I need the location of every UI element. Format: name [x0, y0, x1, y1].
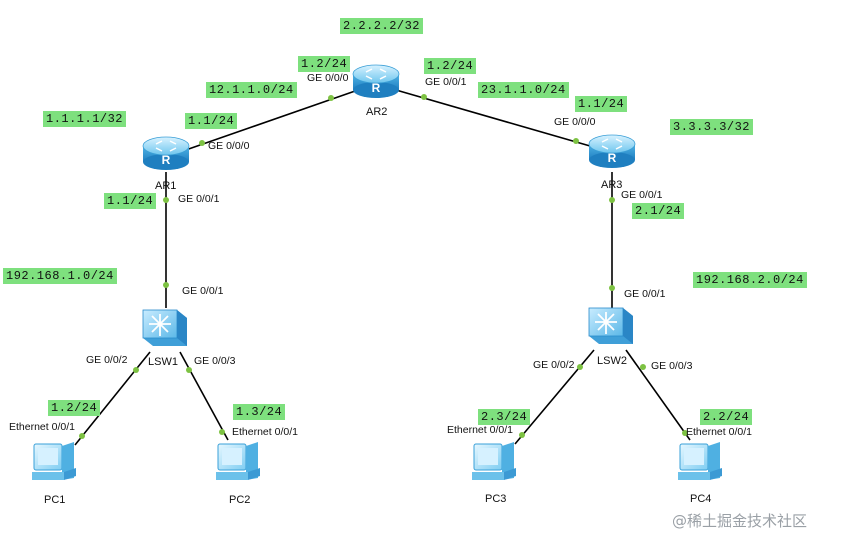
ar3-g000-label: GE 0/0/0	[554, 116, 596, 128]
port-dot	[79, 433, 85, 439]
link-ar1-ar2	[179, 89, 359, 153]
ar3-g000-ip-tag: 1.1/24	[575, 96, 628, 112]
port-dot	[186, 367, 192, 373]
ar1-g001-ip-tag: 1.1/24	[104, 193, 157, 209]
lsw1-g001-label: GE 0/0/1	[182, 285, 224, 297]
lsw1-g003-label: GE 0/0/3	[194, 355, 236, 367]
ar2-g001-label: GE 0/0/1	[425, 76, 467, 88]
ar3-g001-ip-tag: 2.1/24	[632, 203, 685, 219]
net-lan2-tag: 192.168.2.0/24	[693, 272, 807, 288]
pc2-ip-tag: 1.3/24	[233, 404, 286, 420]
link-lsw1-pc2	[179, 351, 229, 441]
net-ar2-ar3-tag: 23.1.1.0/24	[478, 82, 569, 98]
link-ar2-ar3	[395, 89, 598, 149]
switch-lsw2-icon[interactable]	[588, 307, 633, 344]
pc4-ip-tag: 2.2/24	[700, 409, 753, 425]
ar3-loopback-tag: 3.3.3.3/32	[670, 119, 754, 135]
pc4-eth-label: Ethernet 0/0/1	[686, 426, 752, 438]
ar1-name: AR1	[155, 180, 177, 192]
port-dot	[328, 95, 334, 101]
ar3-name: AR3	[601, 179, 623, 191]
router-ar3-icon[interactable]: R	[588, 134, 636, 168]
ar3-g001-label: GE 0/0/1	[621, 189, 663, 201]
lsw2-g002-label: GE 0/0/2	[533, 359, 575, 371]
pc4-name: PC4	[690, 493, 712, 505]
port-dot	[421, 94, 427, 100]
pc2-name: PC2	[229, 494, 251, 506]
pc2-eth-label: Ethernet 0/0/1	[232, 426, 298, 438]
lsw2-g001-label: GE 0/0/1	[624, 288, 666, 300]
svg-text:R: R	[162, 153, 171, 167]
port-dot	[682, 430, 688, 436]
pc3-eth-label: Ethernet 0/0/1	[447, 424, 513, 436]
ar1-g000-label: GE 0/0/0	[208, 140, 250, 152]
port-dot	[199, 140, 205, 146]
port-dot	[133, 367, 139, 373]
pc4-icon[interactable]	[678, 442, 722, 480]
switch-lsw1-icon[interactable]	[142, 309, 187, 346]
router-ar2-icon[interactable]: R	[352, 64, 400, 98]
port-dot	[609, 285, 615, 291]
lsw1-name: LSW1	[148, 356, 178, 368]
port-dot	[163, 282, 169, 288]
port-dot	[609, 197, 615, 203]
ar2-name: AR2	[366, 106, 388, 118]
lsw2-g003-label: GE 0/0/3	[651, 360, 693, 372]
pc1-eth-label: Ethernet 0/0/1	[9, 421, 75, 433]
port-dot	[573, 138, 579, 144]
pc2-icon[interactable]	[216, 442, 260, 480]
ar2-g001-ip-tag: 1.2/24	[424, 58, 477, 74]
lsw1-g002-label: GE 0/0/2	[86, 354, 128, 366]
ar2-g000-ip-tag: 1.2/24	[298, 56, 351, 72]
pc1-name: PC1	[44, 494, 66, 506]
pc1-icon[interactable]	[32, 442, 76, 480]
port-dot	[163, 197, 169, 203]
link-lsw2-pc4	[625, 349, 691, 441]
ar1-loopback-tag: 1.1.1.1/32	[43, 111, 127, 127]
port-dots	[79, 94, 688, 439]
net-ar1-ar2-tag: 12.1.1.0/24	[206, 82, 297, 98]
pc3-icon[interactable]	[472, 442, 516, 480]
pc3-name: PC3	[485, 493, 507, 505]
svg-text:R: R	[608, 151, 617, 165]
ar1-g000-ip-tag: 1.1/24	[185, 113, 238, 129]
port-dot	[577, 364, 583, 370]
router-ar1-icon[interactable]: R	[142, 136, 190, 170]
ar1-g001-label: GE 0/0/1	[178, 193, 220, 205]
port-dot	[640, 364, 646, 370]
port-dot	[219, 429, 225, 435]
pc1-ip-tag: 1.2/24	[48, 400, 101, 416]
svg-text:R: R	[372, 81, 381, 95]
net-lan1-tag: 192.168.1.0/24	[3, 268, 117, 284]
watermark: @稀土掘金技术社区	[672, 512, 808, 530]
ar2-g000-label: GE 0/0/0	[307, 72, 349, 84]
pc3-ip-tag: 2.3/24	[478, 409, 531, 425]
port-dot	[519, 432, 525, 438]
lsw2-name: LSW2	[597, 355, 627, 367]
ar2-loopback-tag: 2.2.2.2/32	[340, 18, 424, 34]
